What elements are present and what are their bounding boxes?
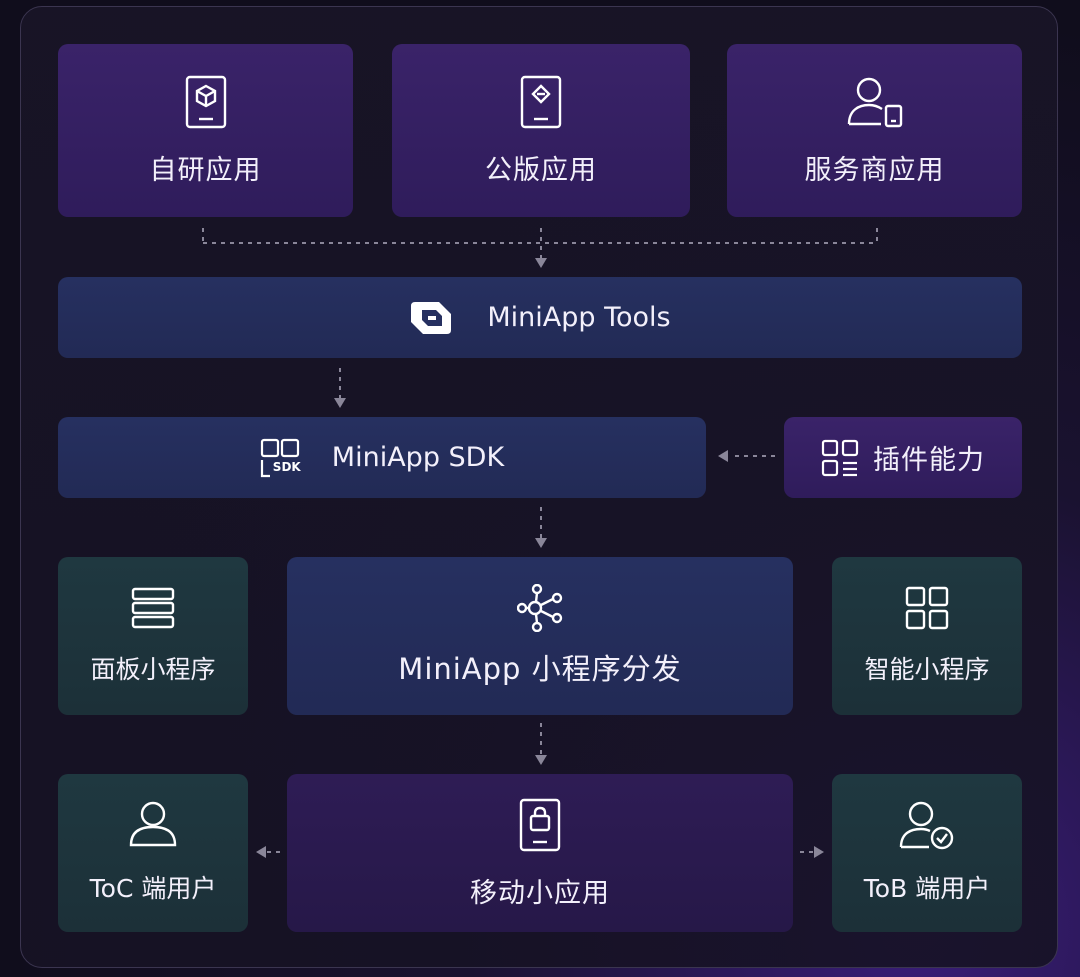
box-miniapp-sdk: SDK MiniApp SDK	[58, 417, 706, 498]
user-icon	[128, 801, 178, 847]
box-label: 服务商应用	[804, 155, 945, 186]
box-label: 移动小应用	[470, 877, 610, 909]
box-provider-app: 服务商应用	[727, 44, 1022, 217]
tools-label: MiniApp Tools	[487, 302, 671, 333]
sdk-icon: SDK	[260, 438, 301, 478]
box-tob-users: ToB 端用户	[832, 774, 1022, 932]
user-phone-icon	[845, 74, 905, 130]
sdk-label: MiniApp SDK	[331, 442, 505, 473]
grid-icon	[905, 586, 949, 630]
tablet-cube-icon	[184, 74, 228, 130]
box-smart-miniprogram: 智能小程序	[832, 557, 1022, 715]
tablet-diamond-icon	[519, 74, 563, 130]
box-public-app: 公版应用	[392, 44, 690, 217]
box-label: ToC 端用户	[89, 874, 217, 903]
stack-icon	[131, 586, 175, 630]
box-panel-miniprogram: 面板小程序	[58, 557, 248, 715]
plugin-grid-icon	[821, 439, 859, 477]
phone-bag-icon	[518, 797, 562, 853]
box-label: 自研应用	[149, 155, 262, 186]
box-plugin: 插件能力	[784, 417, 1022, 498]
box-label: 公版应用	[485, 155, 597, 186]
plugin-label: 插件能力	[873, 445, 985, 476]
box-miniapp-tools: MiniApp Tools	[58, 277, 1022, 358]
box-self-developed-app: 自研应用	[58, 44, 353, 217]
share-nodes-icon	[517, 584, 563, 632]
box-miniapp-distribution: MiniApp 小程序分发	[287, 557, 793, 715]
miniapp-logo-icon	[409, 300, 453, 336]
box-mobile-mini-app: 移动小应用	[287, 774, 793, 932]
box-label: ToB 端用户	[863, 874, 991, 903]
box-label: 面板小程序	[90, 655, 216, 684]
sdk-icon-text: SDK	[272, 459, 301, 474]
box-toc-users: ToC 端用户	[58, 774, 248, 932]
box-label: MiniApp 小程序分发	[398, 652, 682, 686]
user-check-icon	[899, 801, 955, 851]
box-label: 智能小程序	[864, 655, 990, 684]
